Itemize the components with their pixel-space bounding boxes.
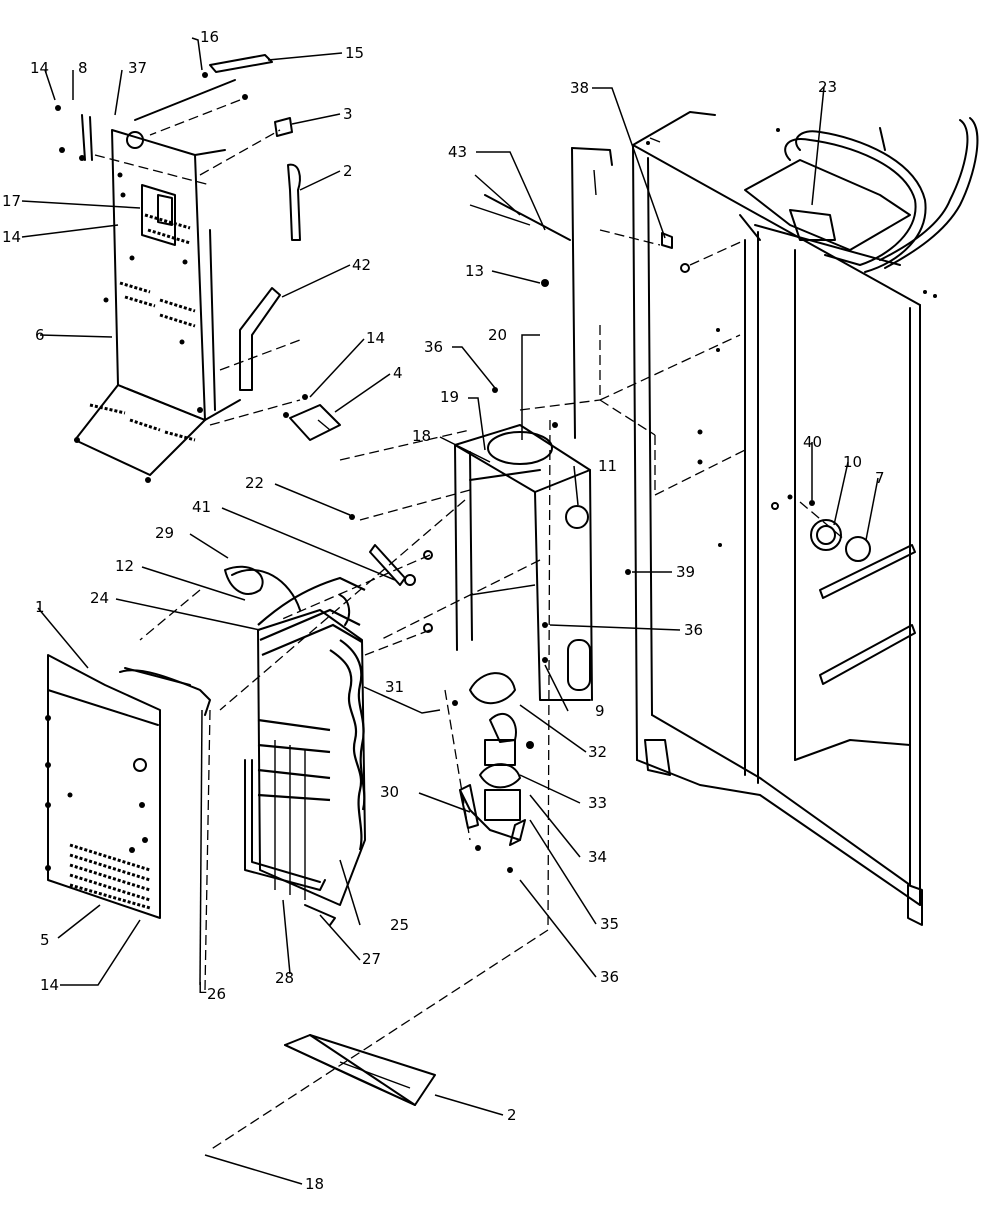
part-labels: 14 8 37 16 15 3 2 17 14 6 42 14 4 22 41 … <box>2 28 885 1193</box>
part-label-11: 11 <box>598 457 617 475</box>
assembly-lines <box>94 99 846 1151</box>
part-label-4: 4 <box>393 364 403 382</box>
part-label-7: 7 <box>875 469 885 487</box>
part-label-27: 27 <box>362 950 381 968</box>
part-label-43: 43 <box>448 143 467 161</box>
part-label-6: 6 <box>35 326 45 344</box>
drain-trough <box>284 1034 436 1106</box>
part-label-2: 2 <box>507 1106 517 1124</box>
part-label-1: 1 <box>35 598 45 616</box>
part-label-29: 29 <box>155 524 174 542</box>
part-label-26-l: L <box>198 979 207 997</box>
part-label-30: 30 <box>380 783 399 801</box>
part-label-40: 40 <box>803 433 822 451</box>
part-label-25: 25 <box>390 916 409 934</box>
part-label-24: 24 <box>90 589 109 607</box>
part-label-14: 14 <box>30 59 49 77</box>
part-label-12: 12 <box>115 557 134 575</box>
evaporator-bracket <box>454 387 631 701</box>
part-label-31: 31 <box>385 678 404 696</box>
small-parts-top <box>55 54 355 520</box>
part-label-14: 14 <box>366 329 385 347</box>
part-label-5: 5 <box>40 931 50 949</box>
part-label-32: 32 <box>588 743 607 761</box>
part-label-22: 22 <box>245 474 264 492</box>
part-label-42: 42 <box>352 256 371 274</box>
part-label-38: 38 <box>570 79 589 97</box>
part-label-36: 36 <box>684 621 703 639</box>
part-label-18: 18 <box>305 1175 324 1193</box>
part-label-20: 20 <box>488 326 507 344</box>
part-label-9: 9 <box>595 702 605 720</box>
part-label-17: 17 <box>2 192 21 210</box>
control-housing <box>59 79 241 483</box>
parts-cabinet-side <box>541 127 886 562</box>
part-label-37: 37 <box>128 59 147 77</box>
part-label-36: 36 <box>424 338 443 356</box>
cabinet-shell <box>632 111 937 926</box>
evaporator-coil <box>224 544 433 926</box>
part-label-35: 35 <box>600 915 619 933</box>
part-label-28: 28 <box>275 969 294 987</box>
part-label-14: 14 <box>40 976 59 994</box>
part-label-36: 36 <box>600 968 619 986</box>
part-label-26: 26 <box>207 985 226 1003</box>
part-label-39: 39 <box>676 563 695 581</box>
part-label-34: 34 <box>588 848 607 866</box>
front-cover <box>45 654 211 919</box>
part-label-8: 8 <box>78 59 88 77</box>
leader-lines <box>21 37 879 1185</box>
part-label-3: 3 <box>343 105 353 123</box>
fan-motor-assembly <box>452 672 534 873</box>
part-label-2: 2 <box>343 162 353 180</box>
part-label-14: 14 <box>2 228 21 246</box>
part-label-23: 23 <box>818 78 837 96</box>
part-label-41: 41 <box>192 498 211 516</box>
back-wall-panel <box>469 147 613 439</box>
part-label-16: 16 <box>200 28 219 46</box>
condenser-tubing <box>739 117 979 273</box>
part-label-33: 33 <box>588 794 607 812</box>
part-label-19: 19 <box>440 388 459 406</box>
part-label-10: 10 <box>843 453 862 471</box>
part-label-15: 15 <box>345 44 364 62</box>
part-label-13: 13 <box>465 262 484 280</box>
part-label-18: 18 <box>412 427 431 445</box>
